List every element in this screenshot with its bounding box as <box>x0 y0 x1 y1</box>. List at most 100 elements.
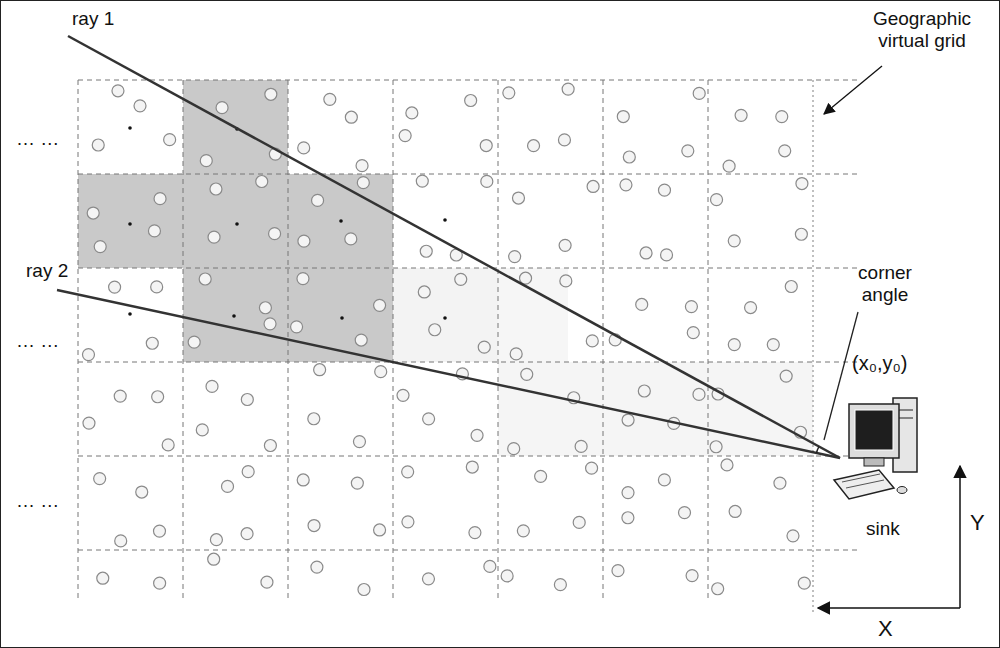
sensor-node <box>399 130 411 142</box>
x-axis <box>818 607 960 609</box>
sensor-node <box>422 573 434 585</box>
sensor-node <box>535 470 547 482</box>
sensor-node <box>658 184 670 196</box>
sensor-node <box>685 301 697 313</box>
head-dot <box>443 218 447 222</box>
sensor-node <box>188 336 200 348</box>
head-dot <box>340 316 344 320</box>
grid-line <box>78 268 858 269</box>
monitor-stand <box>864 458 884 466</box>
sensor-node <box>153 525 165 537</box>
sensor-node <box>745 302 757 314</box>
sensor-node <box>560 275 572 287</box>
sensor-node <box>735 109 747 121</box>
sensor-node <box>638 385 650 397</box>
head-dot <box>128 312 132 316</box>
sensor-node <box>164 134 176 146</box>
sensor-node <box>420 245 432 257</box>
sensor-node <box>728 235 740 247</box>
sensor-node <box>112 85 124 97</box>
sensor-node <box>136 486 148 498</box>
sensor-node <box>687 327 699 339</box>
sensor-node <box>562 83 574 95</box>
light-cell <box>498 268 568 362</box>
sensor-node <box>311 561 323 573</box>
sensor-node <box>162 439 174 451</box>
sensor-node <box>776 111 788 123</box>
sensor-node <box>264 318 276 330</box>
sensor-node <box>480 140 492 152</box>
sensor-node <box>712 583 724 595</box>
sensor-node <box>210 183 222 195</box>
sensor-node <box>466 461 478 473</box>
grid-line <box>708 80 709 600</box>
y-axis <box>959 466 961 608</box>
sensor-node <box>508 443 520 455</box>
monitor-body <box>849 404 899 458</box>
sensor-node <box>109 281 121 293</box>
sensor-node <box>780 370 792 382</box>
ellipsis-mark: … … <box>16 330 59 352</box>
sensor-node <box>478 341 490 353</box>
sensor-node <box>767 339 779 351</box>
key-row <box>842 474 880 482</box>
sensor-node <box>264 439 276 451</box>
sensor-node <box>115 535 127 547</box>
sensor-node <box>469 527 481 539</box>
sensor-node <box>291 321 303 333</box>
sensor-node <box>259 302 271 314</box>
mouse <box>897 487 907 494</box>
sink-computer <box>834 398 917 499</box>
sensor-node <box>345 233 357 245</box>
sensor-node <box>269 228 281 240</box>
sensor-node <box>711 194 723 206</box>
grid-line <box>78 80 858 81</box>
sensor-node <box>265 88 277 100</box>
sensor-node <box>587 180 599 192</box>
sensor-node <box>375 366 387 378</box>
sensor-node <box>242 466 254 478</box>
sensor-node <box>503 87 515 99</box>
sensor-node <box>787 530 799 542</box>
sensor-node <box>640 247 652 259</box>
sensor-node <box>636 298 648 310</box>
sensor-node <box>94 241 106 253</box>
grid-line <box>498 80 499 600</box>
sensor-node <box>693 388 705 400</box>
sensor-node <box>397 389 409 401</box>
sensor-node <box>154 577 166 589</box>
sensor-node <box>83 417 95 429</box>
sensor-node <box>779 145 791 157</box>
sensor-node <box>200 155 212 167</box>
sensor-node <box>484 560 496 572</box>
sensor-node <box>241 528 253 540</box>
sensor-node <box>559 239 571 251</box>
sensor-node <box>114 390 126 402</box>
sensor-node <box>152 391 164 403</box>
sensor-node <box>729 505 741 517</box>
sensor-node <box>374 524 386 536</box>
sensor-node <box>312 194 324 206</box>
sensor-node <box>358 583 370 595</box>
sensor-node <box>481 175 493 187</box>
sensor-node <box>517 525 529 537</box>
sensor-node <box>199 273 211 285</box>
sensor-node <box>710 441 722 453</box>
sensor-node <box>222 480 234 492</box>
sensor-node <box>723 160 735 172</box>
sensor-node <box>795 228 807 240</box>
sensor-node <box>509 251 521 263</box>
head-dot <box>339 219 343 223</box>
sink-label: sink <box>866 518 900 540</box>
axis-label: Y <box>970 512 985 534</box>
sensor-node <box>521 368 533 380</box>
ray-line <box>57 290 840 458</box>
sensor-node <box>612 565 624 577</box>
sensor-node <box>402 466 414 478</box>
sensor-node <box>208 553 220 565</box>
sensor-node <box>208 231 220 243</box>
sensor-node <box>308 413 320 425</box>
ellipsis-mark: … … <box>16 128 59 150</box>
sensor-node <box>297 273 309 285</box>
